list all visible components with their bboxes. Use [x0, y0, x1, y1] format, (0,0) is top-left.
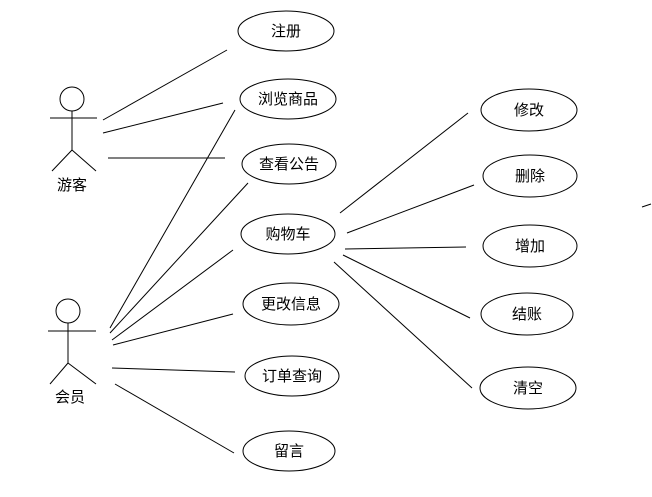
use-case-clear-label: 清空 — [513, 379, 543, 397]
link-visitor-register — [102, 49, 228, 121]
use-case-modify-label: 修改 — [514, 101, 544, 119]
link-member-cart — [111, 249, 234, 341]
use-case-shopping-cart: 购物车 — [240, 213, 336, 255]
use-case-browse-products-label: 浏览商品 — [258, 90, 318, 108]
link-cart-clear — [333, 261, 473, 389]
use-case-checkout-label: 结账 — [512, 305, 542, 323]
use-case-order-query-shape — [244, 355, 340, 397]
use-case-add-shape — [482, 224, 578, 268]
use-case-modify-shape — [480, 88, 578, 132]
use-case-view-notice-shape — [241, 143, 337, 185]
actor-member-head — [55, 298, 81, 324]
link-cart-modify — [339, 112, 469, 214]
use-case-shopping-cart-shape — [240, 213, 336, 255]
use-case-edit-info-label: 更改信息 — [261, 295, 321, 313]
actor-visitor-left-leg — [51, 149, 73, 172]
link-member-edit-info — [112, 313, 234, 346]
use-case-browse-products: 浏览商品 — [239, 78, 337, 120]
use-case-add: 增加 — [482, 224, 578, 268]
actor-visitor: 游客 — [50, 86, 97, 194]
use-case-order-query-label: 订单查询 — [262, 367, 322, 385]
use-case-checkout-shape — [480, 292, 574, 336]
use-case-shopping-cart-label: 购物车 — [265, 225, 310, 243]
use-case-delete-shape — [482, 154, 578, 198]
use-case-view-notice: 查看公告 — [241, 143, 337, 185]
use-case-message-label: 留言 — [274, 442, 304, 460]
actor-visitor-right-leg — [71, 149, 97, 172]
link-visitor-browse — [102, 102, 224, 134]
use-case-edit-info: 更改信息 — [242, 282, 340, 326]
use-case-message: 留言 — [242, 430, 336, 472]
use-case-clear: 清空 — [479, 366, 577, 410]
use-case-checkout: 结账 — [480, 292, 574, 336]
link-cart-delete — [346, 184, 475, 234]
link-member-notice — [109, 182, 249, 334]
actor-member: 会员 — [48, 298, 97, 406]
use-case-register: 注册 — [237, 10, 335, 52]
actor-member-right-leg — [67, 362, 97, 385]
use-case-browse-products-shape — [239, 78, 337, 120]
actor-member-left-leg — [49, 362, 69, 385]
edge-mark — [641, 203, 652, 208]
actor-visitor-head — [59, 86, 85, 112]
use-case-modify: 修改 — [480, 88, 578, 132]
link-cart-checkout — [342, 254, 471, 319]
use-case-add-label: 增加 — [515, 237, 545, 255]
actor-member-label: 会员 — [55, 388, 85, 406]
use-case-edit-info-shape — [242, 282, 340, 326]
use-case-delete-label: 删除 — [515, 167, 545, 185]
use-case-delete: 删除 — [482, 154, 578, 198]
link-member-message — [114, 383, 235, 454]
use-case-register-shape — [237, 10, 335, 52]
actor-visitor-label: 游客 — [57, 176, 87, 194]
link-cart-add — [344, 246, 467, 250]
use-case-view-notice-label: 查看公告 — [259, 155, 319, 173]
link-member-browse — [109, 109, 236, 329]
use-case-clear-shape — [479, 366, 577, 410]
use-case-message-shape — [242, 430, 336, 472]
use-case-order-query: 订单查询 — [244, 355, 340, 397]
use-case-register-label: 注册 — [271, 22, 301, 40]
link-member-order-query — [111, 367, 236, 373]
